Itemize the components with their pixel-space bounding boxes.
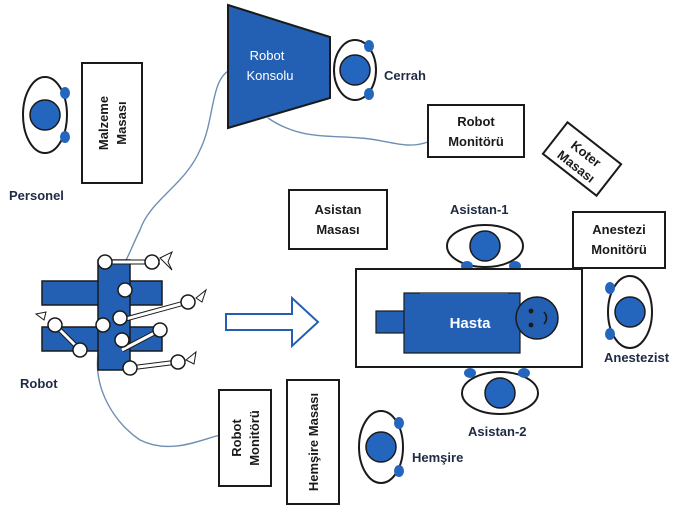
robot-console: Robot Konsolu (227, 3, 331, 130)
direction-arrow-icon (225, 295, 320, 349)
assistant-table: Asistan Masası (288, 189, 388, 250)
anesthesia-monitor-label-1: Anestezi (592, 222, 645, 237)
material-table: Malzeme Masası (81, 62, 143, 184)
person-topview-icon (461, 368, 539, 415)
robot-monitor-top-label-2: Monitörü (448, 134, 504, 149)
robot-monitor-top-label-1: Robot (457, 114, 495, 129)
person-topview-icon (446, 224, 524, 271)
person-topview-icon (605, 275, 653, 349)
cable-console-to-robot (119, 69, 231, 269)
robot-monitor-bottom-label-1: Robot (229, 419, 244, 457)
anesthetist-label: Anestezist (604, 350, 670, 365)
assistant-table-label-1: Asistan (315, 202, 362, 217)
person-topview-icon (333, 39, 377, 101)
person-topview-icon (358, 410, 404, 484)
assistant-1-label: Asistan-1 (450, 202, 509, 217)
material-table-label-2: Masası (114, 101, 129, 144)
robot-monitor-bottom-label-2: Monitörü (247, 410, 262, 466)
nurse-label: Hemşire (412, 450, 463, 465)
surgeon-label: Cerrah (384, 68, 426, 83)
cable-console-to-monitor (267, 117, 429, 146)
assistant-2-label: Asistan-2 (468, 424, 527, 439)
anesthesia-monitor-label-2: Monitörü (591, 242, 647, 257)
robot-label: Robot (20, 376, 58, 391)
person-topview-icon (22, 76, 70, 154)
robot-monitor-top: Robot Monitörü (427, 104, 525, 158)
material-table-label-1: Malzeme (96, 96, 111, 150)
patient-body-icon (375, 292, 559, 354)
cable-robot-to-nurse-monitor (96, 344, 221, 448)
robot-arm-icon (34, 250, 208, 376)
staff-label: Personel (9, 188, 64, 203)
robot-monitor-bottom: Robot Monitörü (218, 389, 272, 487)
assistant-table-label-2: Masası (316, 222, 359, 237)
nurse-table-label: Hemşire Masası (306, 393, 321, 491)
cautery-table: Koter Masası (541, 120, 623, 198)
anesthesia-monitor: Anestezi Monitörü (572, 211, 666, 269)
patient-label: Hasta (450, 315, 492, 332)
nurse-table: Hemşire Masası (286, 379, 340, 505)
robot-console-label-2: Konsolu (247, 68, 294, 83)
robot-console-label-1: Robot (250, 48, 285, 63)
